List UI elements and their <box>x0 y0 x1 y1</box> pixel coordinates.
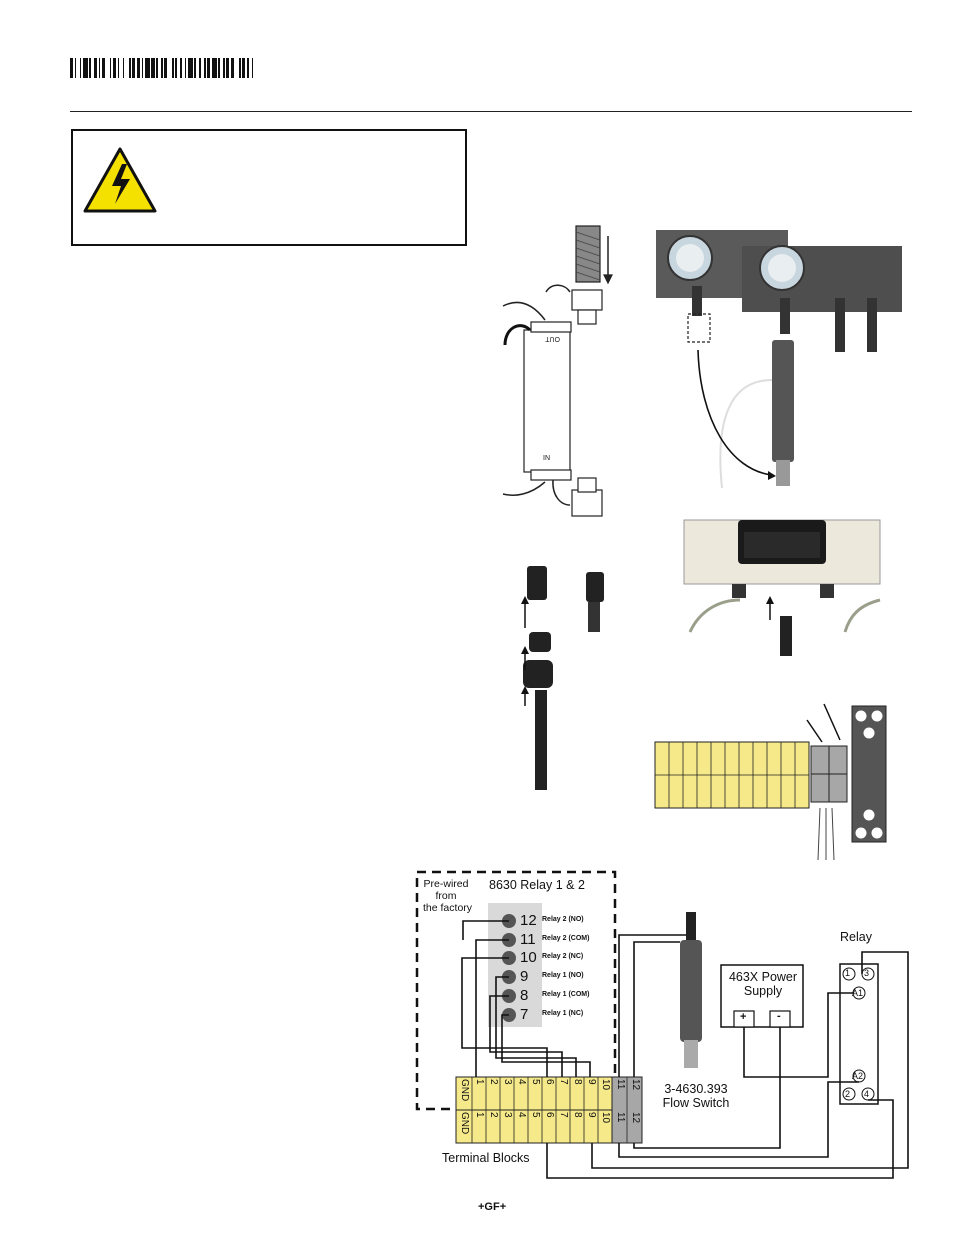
relay-label: Relay <box>840 930 872 944</box>
terminal-block-cell: 6 <box>544 1079 555 1085</box>
terminal-block-cell: 10 <box>600 1112 611 1124</box>
out-label: OUT <box>545 335 561 342</box>
terminal-block-cell: 4 <box>516 1112 527 1118</box>
relay-pin-4: 4 <box>864 1089 870 1099</box>
terminal-block-cell: 5 <box>530 1112 541 1118</box>
relay-module-title: 8630 Relay 1 & 2 <box>489 878 585 892</box>
terminal-block-cell: 8 <box>572 1112 583 1118</box>
high-voltage-warning-icon <box>83 147 157 213</box>
flow-cell-diagram <box>502 225 613 517</box>
gray-terminal-cell: 12 <box>630 1079 641 1091</box>
terminal-block-cell: 1 <box>474 1079 485 1085</box>
terminal-block-cell: 10 <box>600 1079 611 1091</box>
terminal-label: Relay 1 (NO) <box>542 972 584 979</box>
relay-pin-1: 1 <box>845 968 851 978</box>
terminal-block-cell: 7 <box>558 1079 569 1085</box>
sensor-mount-photo <box>656 230 902 489</box>
prewired-note: Pre-wired from the factory <box>423 878 473 914</box>
terminal-block-cell: 6 <box>544 1112 555 1118</box>
cable-gland-assembly <box>521 566 604 790</box>
warning-box <box>71 129 467 246</box>
header-divider <box>70 111 912 112</box>
flow-switch-label: 3-4630.393 Flow Switch <box>662 1082 730 1110</box>
terminal-blocks-label: Terminal Blocks <box>442 1151 530 1165</box>
terminal-block-cell: 4 <box>516 1079 527 1085</box>
terminal-block-cell: 2 <box>488 1112 499 1118</box>
terminal-block-cell: 9 <box>586 1079 597 1085</box>
terminal-number: 9 <box>520 968 529 985</box>
relay-pin-2: 2 <box>845 1089 851 1099</box>
terminal-label: Relay 1 (NC) <box>542 1010 584 1017</box>
terminal-block-cell: 1 <box>474 1112 485 1118</box>
relay-pin-3: 3 <box>864 968 870 978</box>
terminal-number: 12 <box>520 912 537 929</box>
terminal-label: Relay 2 (COM) <box>542 935 590 942</box>
terminal-block-cell: 2 <box>488 1079 499 1085</box>
relay-pin-a2: A2 <box>852 1071 864 1081</box>
wiring-schematic <box>415 870 909 1179</box>
terminal-block-cell: 7 <box>558 1112 569 1118</box>
gray-terminal-cell: 11 <box>615 1112 626 1123</box>
gray-terminal-cell: 11 <box>615 1079 626 1090</box>
din-relay-illustration <box>654 703 887 861</box>
terminal-label: Relay 2 (NC) <box>542 953 584 960</box>
terminal-label: Relay 2 (NO) <box>542 916 584 923</box>
terminal-block-cell: 8 <box>572 1079 583 1085</box>
terminal-number: 11 <box>520 931 536 948</box>
terminal-block-cell: GND <box>459 1079 470 1102</box>
transmitter-photo <box>683 519 881 656</box>
terminal-block-cell: GND <box>459 1112 470 1135</box>
power-supply-label: 463X Power Supply <box>728 970 798 998</box>
power-plus-terminal: + <box>740 1011 747 1023</box>
terminal-number: 8 <box>520 987 529 1004</box>
terminal-number: 7 <box>520 1006 529 1023</box>
gray-terminal-cell: 12 <box>630 1112 641 1124</box>
power-minus-terminal: - <box>777 1010 781 1022</box>
terminal-label: Relay 1 (COM) <box>542 991 590 998</box>
relay-pin-a1: A1 <box>852 988 864 998</box>
terminal-block-cell: 9 <box>586 1112 597 1118</box>
gf-logo: +GF+ <box>478 1201 507 1213</box>
terminal-block-cell: 3 <box>502 1079 513 1085</box>
terminal-number: 10 <box>520 949 537 966</box>
terminal-block-cell: 3 <box>502 1112 513 1118</box>
in-label: IN <box>543 455 550 462</box>
terminal-block-cell: 5 <box>530 1079 541 1085</box>
barcode-icon <box>70 58 322 78</box>
